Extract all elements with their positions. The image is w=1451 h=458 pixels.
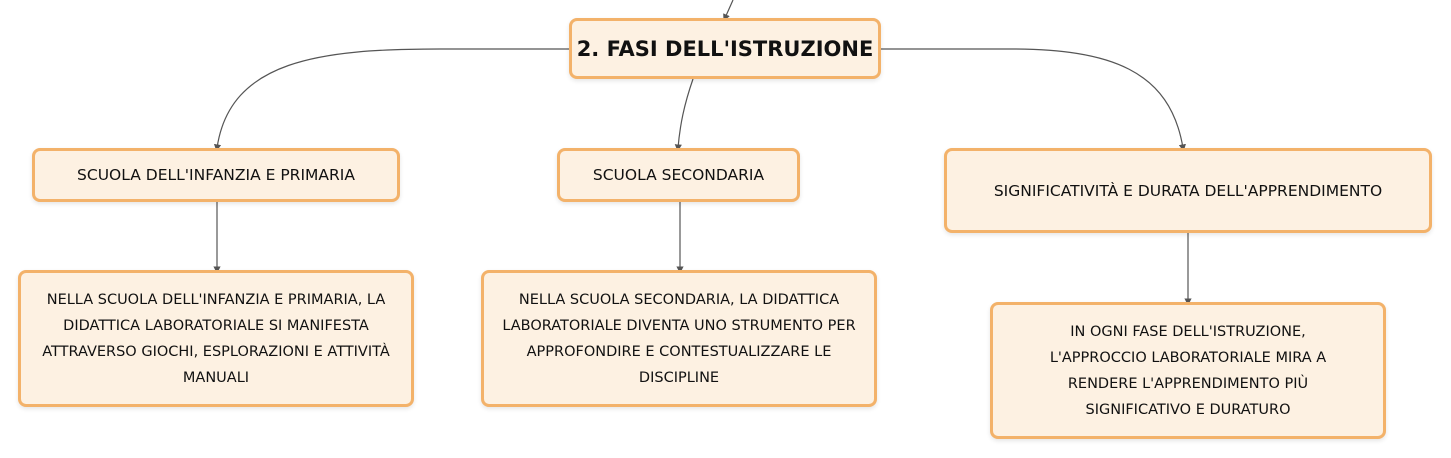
- branch-node-label: SCUOLA DELL'INFANZIA E PRIMARIA: [77, 166, 355, 184]
- root-node-label: 2. FASI DELL'ISTRUZIONE: [576, 36, 874, 61]
- branch-node-infanzia-primaria[interactable]: SCUOLA DELL'INFANZIA E PRIMARIA: [32, 148, 400, 202]
- branch-node-label: SCUOLA SECONDARIA: [592, 166, 765, 184]
- detail-node-secondaria[interactable]: NELLA SCUOLA SECONDARIA, LA DIDATTICA LA…: [481, 270, 877, 407]
- connector-root-to-branch-1: [213, 48, 570, 152]
- branch-node-label: SIGNIFICATIVITÀ E DURATA DELL'APPRENDIME…: [993, 181, 1383, 200]
- connector-root-to-branch-2: [674, 78, 694, 152]
- detail-node-text: IN OGNI FASE DELL'ISTRUZIONE, L'APPROCCI…: [1049, 323, 1327, 418]
- branch-node-secondaria[interactable]: SCUOLA SECONDARIA: [557, 148, 800, 202]
- detail-node-text: NELLA SCUOLA DELL'INFANZIA E PRIMARIA, L…: [42, 291, 390, 386]
- detail-node-significativita[interactable]: IN OGNI FASE DELL'ISTRUZIONE, L'APPROCCI…: [990, 302, 1386, 439]
- detail-node-text: NELLA SCUOLA SECONDARIA, LA DIDATTICA LA…: [502, 291, 856, 386]
- root-node[interactable]: 2. FASI DELL'ISTRUZIONE: [569, 18, 881, 79]
- connector-root-to-branch-3: [880, 48, 1186, 152]
- branch-node-significativita[interactable]: SIGNIFICATIVITÀ E DURATA DELL'APPRENDIME…: [944, 148, 1432, 233]
- connector-from-parent: [723, 0, 734, 22]
- detail-node-infanzia-primaria[interactable]: NELLA SCUOLA DELL'INFANZIA E PRIMARIA, L…: [18, 270, 414, 407]
